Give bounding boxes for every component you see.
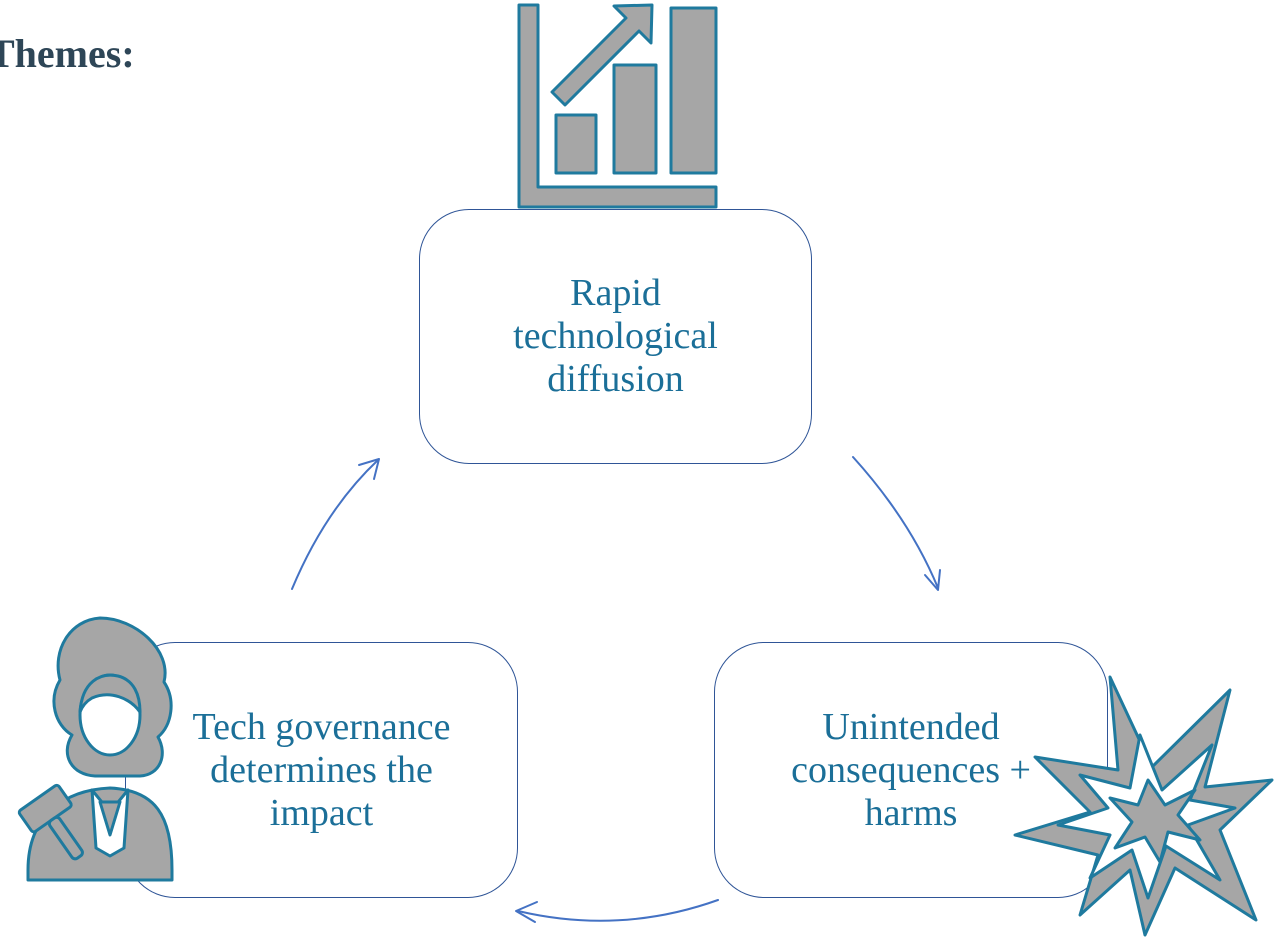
explosion-burst-icon — [1013, 675, 1274, 937]
node-tech-governance: Tech governance determines the impact — [125, 642, 518, 898]
node-rapid-diffusion: Rapid technological diffusion — [419, 209, 812, 464]
page-title: Themes: — [0, 31, 135, 76]
arrow-top-to-right — [852, 456, 939, 589]
bar-chart-growth-icon — [517, 3, 718, 209]
node-unintended-consequences: Unintended consequences + harms — [714, 642, 1108, 898]
arrowhead-right-to-left — [515, 901, 538, 923]
arrowhead-top-to-right — [924, 569, 941, 591]
arrow-right-to-left — [517, 899, 719, 922]
judge-with-gavel-icon — [17, 616, 174, 882]
arrow-left-to-top — [291, 459, 379, 590]
node-label: Unintended consequences + harms — [791, 705, 1031, 834]
arrowhead-left-to-top — [358, 458, 380, 480]
node-label: Tech governance determines the impact — [192, 705, 451, 834]
node-label: Rapid technological diffusion — [513, 272, 718, 400]
